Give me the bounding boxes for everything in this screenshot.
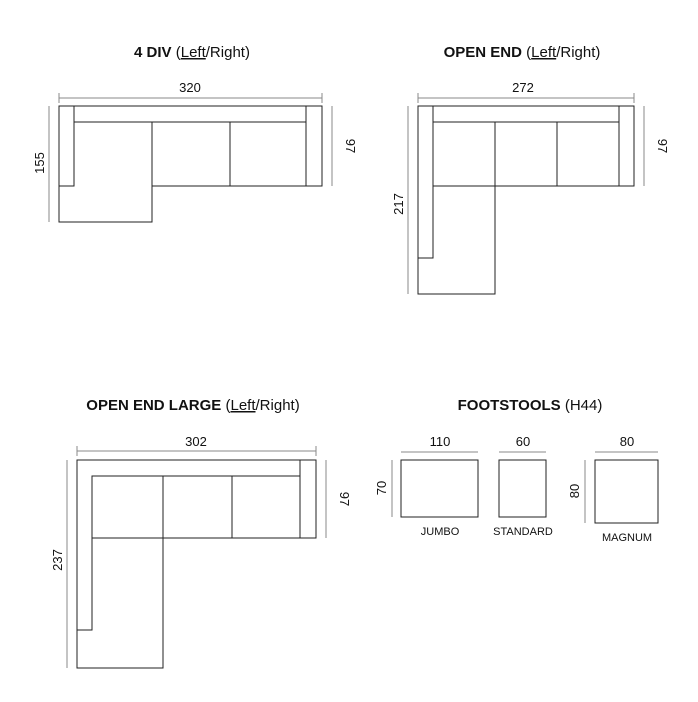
- standard-footstool: [498, 459, 547, 518]
- open-end-title: OPEN END (Left/Right): [444, 44, 601, 61]
- depth-label: 155: [32, 152, 47, 174]
- standard-width-label: 60: [516, 434, 530, 449]
- magnum-width-label: 80: [620, 434, 634, 449]
- magnum-label: MAGNUM: [602, 532, 652, 544]
- footstools-diagram: FOOTSTOOLS (H44) 110 70 JUMBO 60 STANDAR…: [374, 397, 659, 544]
- width-label: 320: [179, 80, 201, 95]
- seat-depth-label: 97: [655, 139, 670, 153]
- depth-label: 217: [391, 193, 406, 215]
- backrest-line: [77, 475, 300, 631]
- jumbo-footstool: [400, 459, 479, 518]
- magnum-depth-label: 80: [567, 484, 582, 498]
- open-end-large-title: OPEN END LARGE (Left/Right): [86, 397, 299, 414]
- footstools-title: FOOTSTOOLS (H44): [458, 397, 603, 414]
- seat-depth-label: 97: [343, 139, 358, 153]
- sofa-4div-diagram: 4 DIV (Left/Right) 320 155 97: [32, 44, 358, 223]
- width-label: 302: [185, 434, 207, 449]
- backrest-line: [59, 121, 306, 187]
- sofa-4div-title: 4 DIV (Left/Right): [134, 44, 250, 61]
- magnum-footstool: [594, 459, 659, 524]
- width-label: 272: [512, 80, 534, 95]
- seat-depth-label: 97: [337, 492, 352, 506]
- sofa-outline: [76, 459, 317, 669]
- jumbo-label: JUMBO: [421, 526, 460, 538]
- standard-label: STANDARD: [493, 526, 553, 538]
- backrest-line: [418, 121, 619, 259]
- open-end-large-diagram: OPEN END LARGE (Left/Right) 302 237 97: [50, 397, 352, 669]
- sofa-outline: [417, 105, 635, 295]
- depth-label: 237: [50, 549, 65, 571]
- jumbo-width-label: 110: [430, 434, 451, 449]
- open-end-diagram: OPEN END (Left/Right) 272 217 97: [391, 44, 670, 295]
- sofa-outline: [58, 105, 323, 223]
- jumbo-depth-label: 70: [374, 481, 389, 495]
